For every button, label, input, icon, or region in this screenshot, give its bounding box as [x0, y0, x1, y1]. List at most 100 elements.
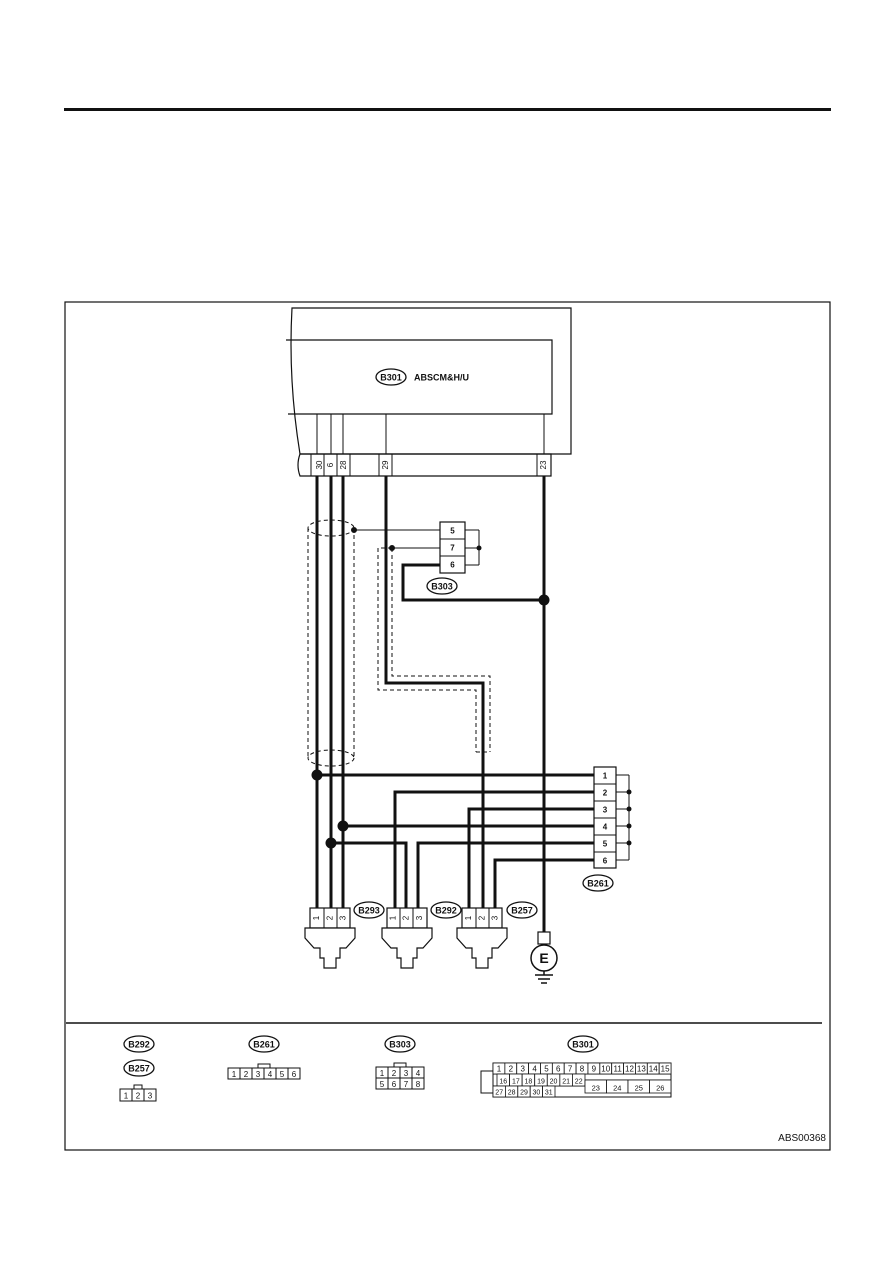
module-pin-label: 28	[339, 460, 348, 469]
legend-pin: 1	[380, 1069, 385, 1078]
module-pin-strip: 30 6 28 29 23	[297, 453, 552, 477]
b261-pin: 2	[603, 789, 608, 798]
shield-drain-wires	[351, 527, 440, 551]
b293-tag: B293	[358, 906, 380, 916]
b261-pin: 4	[603, 823, 608, 832]
legend-tag: B261	[253, 1040, 275, 1050]
module-name: ABSCM&H/U	[414, 373, 469, 383]
b301-pin: 3	[520, 1065, 525, 1074]
b301-pin: 24	[613, 1084, 621, 1093]
b301-pin: 8	[580, 1065, 585, 1074]
b303-pin: 6	[450, 561, 455, 570]
legend-pin: 5	[280, 1070, 285, 1079]
ground-symbol: E	[530, 931, 558, 984]
legend-pin: 2	[392, 1069, 397, 1078]
sensor-b292: 1 2 3 B292	[381, 901, 462, 969]
b301-pin: 18	[525, 1079, 533, 1086]
b301-cell	[658, 1062, 672, 1075]
b261-pin: 5	[603, 840, 608, 849]
legend-pin: 4	[268, 1070, 273, 1079]
connector-b261: 1 2 3 4 5 6 B261	[582, 766, 632, 892]
module-b301: B301 ABSCM&H/U	[286, 307, 572, 455]
b301-cell	[649, 1079, 672, 1094]
legend-pin: 2	[244, 1070, 249, 1079]
legend-pin: 4	[416, 1069, 421, 1078]
b257-pin: 3	[491, 915, 500, 920]
legend-pin: 2	[136, 1092, 141, 1101]
b301-big: 23 24 25 26	[584, 1079, 672, 1094]
junction-dots	[311, 594, 550, 849]
b261-pin: 3	[603, 806, 608, 815]
b301-pin: 19	[537, 1079, 545, 1086]
legend-pin: 3	[404, 1069, 409, 1078]
module-pin-label: 29	[381, 460, 390, 469]
b293-pin: 1	[312, 915, 321, 920]
b301-pin: 20	[550, 1079, 558, 1086]
b293-pin: 2	[326, 915, 335, 920]
figure-code: ABS00368	[778, 1133, 826, 1144]
b301-pin: 4	[532, 1065, 537, 1074]
b301-cell	[542, 1085, 556, 1098]
b301-pin: 25	[635, 1084, 643, 1093]
b301-pin: 6	[556, 1065, 561, 1074]
legend-b303: B303 1 2 3 4 5 6 7 8	[375, 1035, 425, 1090]
b301-pin: 29	[520, 1090, 528, 1097]
b301-pin: 10	[601, 1065, 610, 1074]
legend-pin: 1	[124, 1092, 129, 1101]
b257-pin: 2	[478, 915, 487, 920]
b301-pin: 1	[497, 1065, 502, 1074]
b301-pin: 2	[509, 1065, 514, 1074]
ground-label: E	[539, 950, 548, 966]
b301-pin: 9	[592, 1065, 597, 1074]
b293-pin: 3	[339, 915, 348, 920]
module-pin-label: 30	[315, 460, 324, 469]
b301-pin: 11	[613, 1065, 622, 1074]
b301-pin: 17	[512, 1079, 520, 1086]
sensor-b293: 1 2 3 B293	[304, 901, 385, 969]
b303-pin: 7	[450, 544, 455, 553]
legend-b292-b257: B292 B257 1 2 3	[119, 1035, 157, 1102]
page-header-rule	[64, 108, 831, 111]
module-pin-label: 23	[539, 460, 548, 469]
legend-pin: 6	[392, 1080, 397, 1089]
legend-pin: 3	[148, 1092, 153, 1101]
b301-pin: 16	[499, 1079, 507, 1086]
legend-tag: B301	[572, 1040, 594, 1050]
b301-pin: 27	[495, 1090, 503, 1097]
b292-tag: B292	[435, 906, 457, 916]
module-pin-label: 6	[326, 462, 335, 467]
main-wires	[315, 476, 594, 932]
b301-pin: 5	[544, 1065, 549, 1074]
diagram-frame	[64, 301, 831, 1151]
b301-pin: 26	[656, 1084, 664, 1093]
legend-tag: B257	[128, 1064, 150, 1074]
module-tag-oval	[375, 368, 407, 386]
legend-tag: B292	[128, 1040, 150, 1050]
legend-b261: B261 1 2 3 4 5 6	[227, 1035, 301, 1080]
b303-pin: 5	[450, 527, 455, 536]
b301-pin: 21	[562, 1079, 570, 1086]
b261-pin: 6	[603, 857, 608, 866]
sensor-b257: 1 2 3 B257	[456, 901, 538, 969]
module-tag: B301	[380, 373, 402, 383]
b257-pin: 1	[464, 915, 473, 920]
b301-pin: 7	[568, 1065, 573, 1074]
b301-pin: 28	[508, 1090, 516, 1097]
b301-pin: 30	[533, 1090, 541, 1097]
legend-tag: B303	[389, 1040, 411, 1050]
legend-pin: 5	[380, 1080, 385, 1089]
b301-pin: 12	[625, 1065, 634, 1074]
b292-pin: 3	[415, 915, 424, 920]
b292-pin: 2	[402, 915, 411, 920]
b301-pin: 13	[637, 1065, 646, 1074]
legend-pin: 6	[292, 1070, 297, 1079]
legend-pin: 8	[416, 1080, 421, 1089]
b301-pin: 15	[661, 1065, 670, 1074]
legend-pin: 3	[256, 1070, 261, 1079]
b301-pin: 23	[592, 1084, 600, 1093]
